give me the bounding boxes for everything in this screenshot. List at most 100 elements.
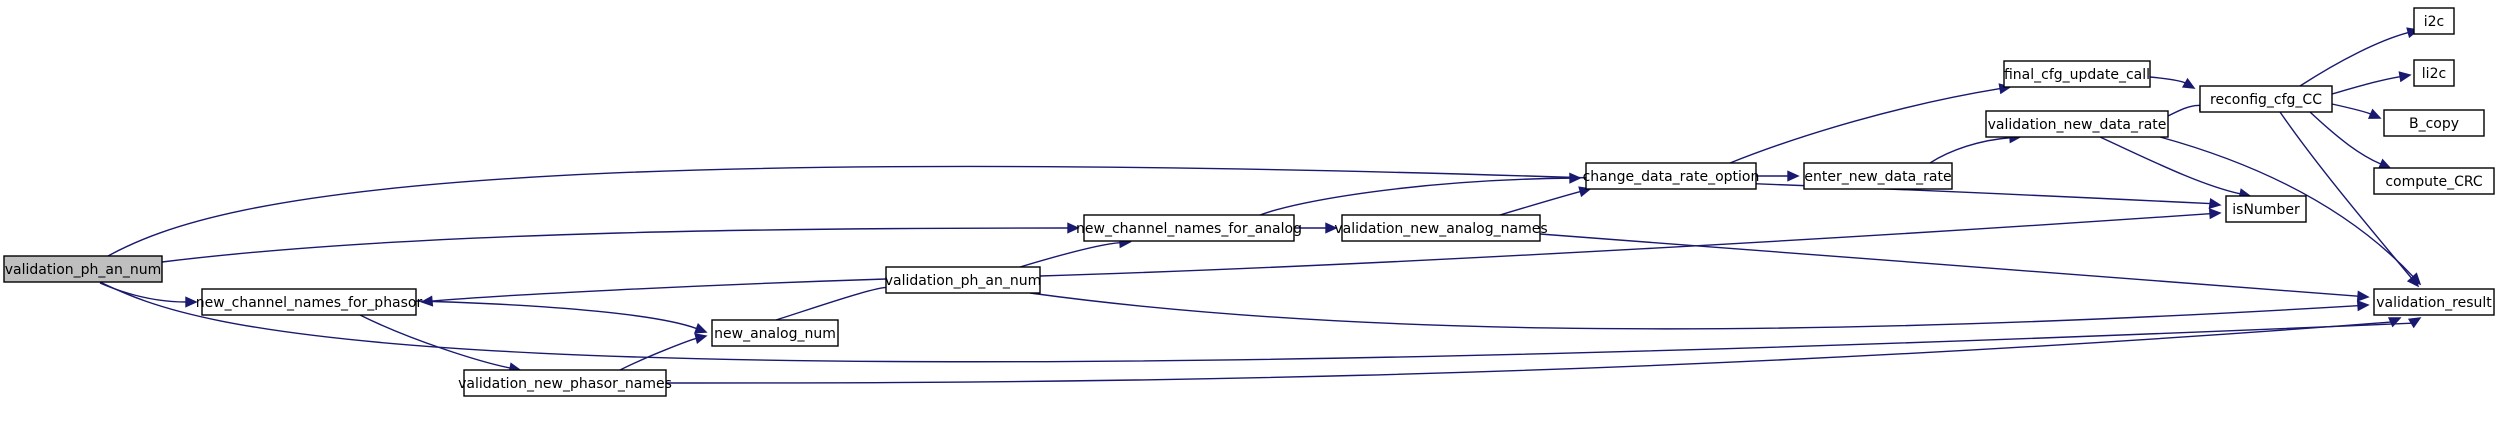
edge-vnan-to-cdro — [1499, 186, 1592, 216]
arrowhead — [2398, 71, 2412, 83]
node-box[interactable] — [2413, 7, 2455, 35]
node-root[interactable]: validation_ph_an_num — [3, 255, 163, 283]
node-box[interactable] — [1083, 214, 1295, 242]
node-label: validation_result — [2376, 295, 2492, 311]
node-label: new_channel_names_for_analog — [1076, 221, 1302, 237]
arrowhead — [2387, 317, 2402, 328]
arrowhead — [694, 333, 708, 345]
node-label: validation_new_phasor_names — [458, 376, 672, 392]
node-label: final_cfg_update_call — [2004, 67, 2150, 83]
arrowhead — [2367, 108, 2382, 119]
edge-rcc-to-vres — [2279, 111, 2420, 288]
node-vres[interactable]: validation_result — [2373, 288, 2495, 316]
edge-line — [2099, 136, 2241, 195]
node-box[interactable] — [711, 319, 839, 347]
node-label: isNumber — [2232, 202, 2300, 218]
node-rcc[interactable]: reconfig_cfg_CC — [2199, 85, 2333, 113]
node-box[interactable] — [1985, 110, 2169, 138]
edge-root-to-ncna — [161, 222, 1080, 263]
node-box[interactable] — [2003, 60, 2151, 88]
edge-ncnp-to-nan — [415, 300, 708, 334]
edge-line — [2331, 103, 2372, 115]
node-box[interactable] — [1341, 214, 1541, 242]
node-fcuc[interactable]: final_cfg_update_call — [2003, 60, 2151, 88]
node-nan[interactable]: new_analog_num — [711, 319, 839, 347]
node-label: i2c — [2424, 14, 2445, 30]
edge-line — [1729, 87, 2001, 164]
node-li2c[interactable]: li2c — [2413, 59, 2455, 87]
node-ncna[interactable]: new_channel_names_for_analog — [1076, 214, 1302, 242]
edge-root-to-isn — [107, 165, 2222, 257]
edge-ncnp-to-vnpn — [359, 314, 522, 374]
node-vndr[interactable]: validation_new_data_rate — [1985, 110, 2169, 138]
node-label: li2c — [2422, 66, 2446, 82]
node-isn[interactable]: isNumber — [2225, 195, 2307, 223]
node-vnan[interactable]: validation_new_analog_names — [1334, 214, 1548, 242]
arrowhead — [2356, 290, 2370, 302]
edge-line — [2167, 104, 2201, 117]
node-label: reconfig_cfg_CC — [2210, 92, 2322, 108]
node-box[interactable] — [2383, 109, 2485, 137]
arrowhead — [694, 323, 708, 334]
edge-vndr-to-isn — [2099, 136, 2252, 200]
node-label: B_copy — [2409, 116, 2459, 132]
node-box[interactable] — [3, 255, 163, 283]
edge-vpan-to-ncnp — [420, 278, 887, 307]
edge-line — [2309, 111, 2382, 165]
edge-line — [1029, 292, 2359, 330]
node-vnpn[interactable]: validation_new_phasor_names — [458, 369, 672, 397]
node-label: validation_ph_an_num — [885, 273, 1042, 289]
arrowhead — [2377, 158, 2392, 169]
arrowhead — [185, 296, 198, 308]
edge-nan-to-vpan — [775, 281, 902, 321]
edge-line — [1499, 190, 1581, 216]
node-box[interactable] — [2225, 195, 2307, 223]
edge-line — [1539, 233, 2359, 297]
node-label: new_analog_num — [714, 326, 836, 342]
node-box[interactable] — [201, 288, 417, 316]
node-box[interactable] — [1585, 162, 1757, 190]
edge-vpan-to-isn — [1039, 208, 2222, 277]
node-label: validation_new_data_rate — [1988, 117, 2167, 133]
node-ncnp[interactable]: new_channel_names_for_phasor — [196, 288, 423, 316]
arrowhead — [1569, 172, 1582, 184]
node-box[interactable] — [2413, 59, 2455, 87]
edge-line — [99, 281, 2412, 363]
node-box[interactable] — [2373, 167, 2495, 195]
node-endr[interactable]: enter_new_data_rate — [1803, 162, 1953, 190]
edge-line — [1259, 177, 1571, 216]
node-bcopy[interactable]: B_copy — [2383, 109, 2485, 137]
nodes-layer: validation_ph_an_num new_channel_names_fo… — [3, 7, 2495, 397]
node-box[interactable] — [1803, 162, 1953, 190]
arrowhead — [420, 295, 434, 307]
node-label: compute_CRC — [2385, 174, 2483, 190]
edge-cdro-to-fcuc — [1729, 83, 2012, 164]
edge-rcc-to-ccrc — [2309, 111, 2392, 169]
edge-line — [359, 314, 511, 369]
node-cdro[interactable]: change_data_rate_option — [1583, 162, 1760, 190]
node-box[interactable] — [463, 369, 667, 397]
edge-vpan-to-vres — [1029, 292, 2370, 330]
node-ccrc[interactable]: compute_CRC — [2373, 167, 2495, 195]
arrowhead — [1067, 222, 1080, 234]
edge-line — [1929, 137, 2011, 164]
arrowhead — [2181, 77, 2196, 89]
node-vpan[interactable]: validation_ph_an_num — [885, 266, 1042, 294]
edges-layer — [99, 27, 2422, 384]
node-i2c[interactable]: i2c — [2413, 7, 2455, 35]
edge-line — [2299, 31, 2409, 87]
node-box[interactable] — [2199, 85, 2333, 113]
edge-cdro-to-endr — [1755, 170, 1800, 182]
edge-root-to-ncnp — [99, 282, 198, 308]
edge-line — [415, 300, 697, 330]
edge-line — [619, 337, 697, 371]
edge-rcc-to-li2c — [2331, 71, 2412, 95]
arrowhead — [2406, 274, 2420, 288]
node-label: change_data_rate_option — [1583, 169, 1760, 185]
edge-fcuc-to-rcc — [2149, 76, 2196, 89]
node-label: validation_new_analog_names — [1334, 221, 1547, 237]
node-box[interactable] — [2373, 288, 2495, 316]
edge-rcc-to-bcopy — [2331, 103, 2382, 119]
node-box[interactable] — [885, 266, 1041, 294]
